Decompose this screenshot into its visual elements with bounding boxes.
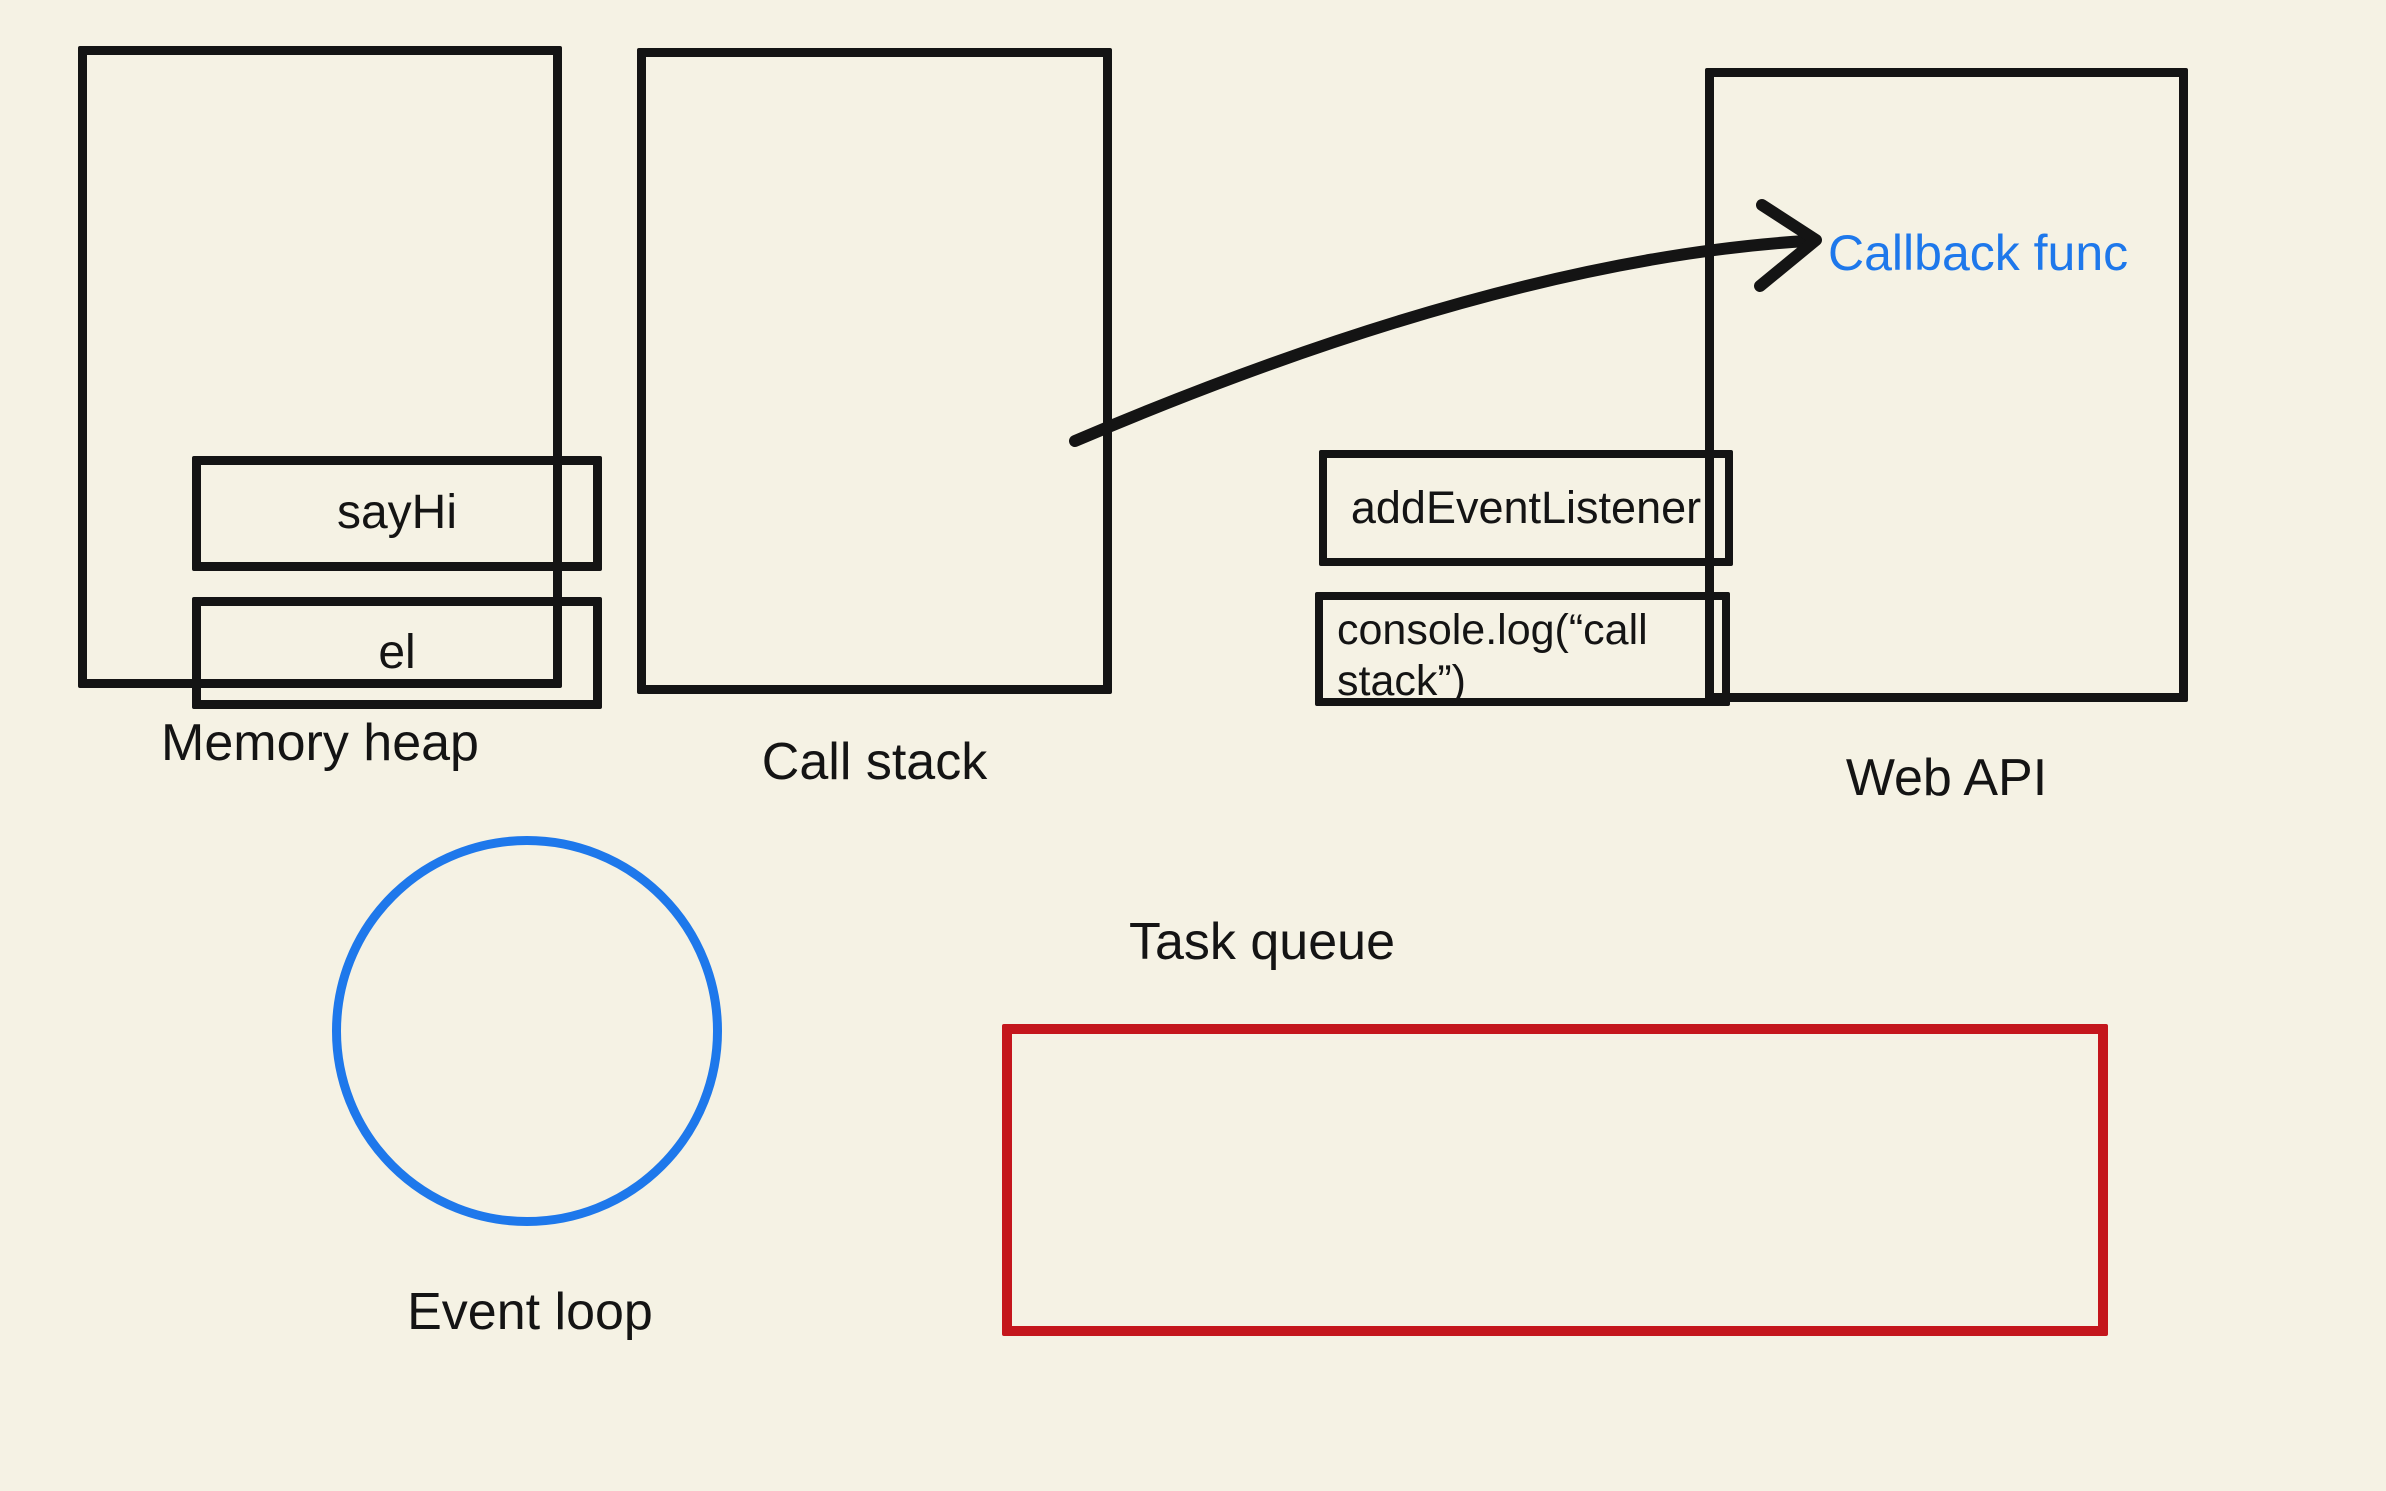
- stack-frame-addeventlistener-label: addEventListener: [1350, 482, 1702, 534]
- task-queue-label: Task queue: [1129, 913, 1395, 971]
- memory-heap-box: sayHi el: [78, 46, 602, 709]
- call-stack-label: Call stack: [761, 733, 988, 791]
- callback-arrow-shaft: [1069, 235, 1812, 447]
- stack-frame-consolelog-label: console.log(“call stack”): [1337, 606, 1648, 705]
- memory-heap-label: Memory heap: [161, 714, 479, 772]
- callback-func-annotation: Callback func: [1828, 225, 2129, 281]
- memory-item-sayhi: sayHi: [192, 456, 602, 571]
- memory-item-sayhi-label: sayHi: [336, 486, 458, 540]
- task-queue-box: [1002, 1024, 2108, 1336]
- stack-frame-addeventlistener: addEventListener: [1319, 450, 1733, 566]
- call-stack-box: addEventListener console.log(“call stack…: [637, 48, 1733, 706]
- memory-item-el-label: el: [378, 625, 416, 679]
- web-api-box: [1705, 68, 2188, 702]
- event-loop-circle: [332, 836, 722, 1226]
- stack-frame-consolelog: console.log(“call stack”): [1315, 592, 1730, 706]
- event-loop-label: Event loop: [407, 1283, 653, 1341]
- web-api-label: Web API: [1845, 749, 2048, 807]
- memory-item-el: el: [192, 597, 602, 709]
